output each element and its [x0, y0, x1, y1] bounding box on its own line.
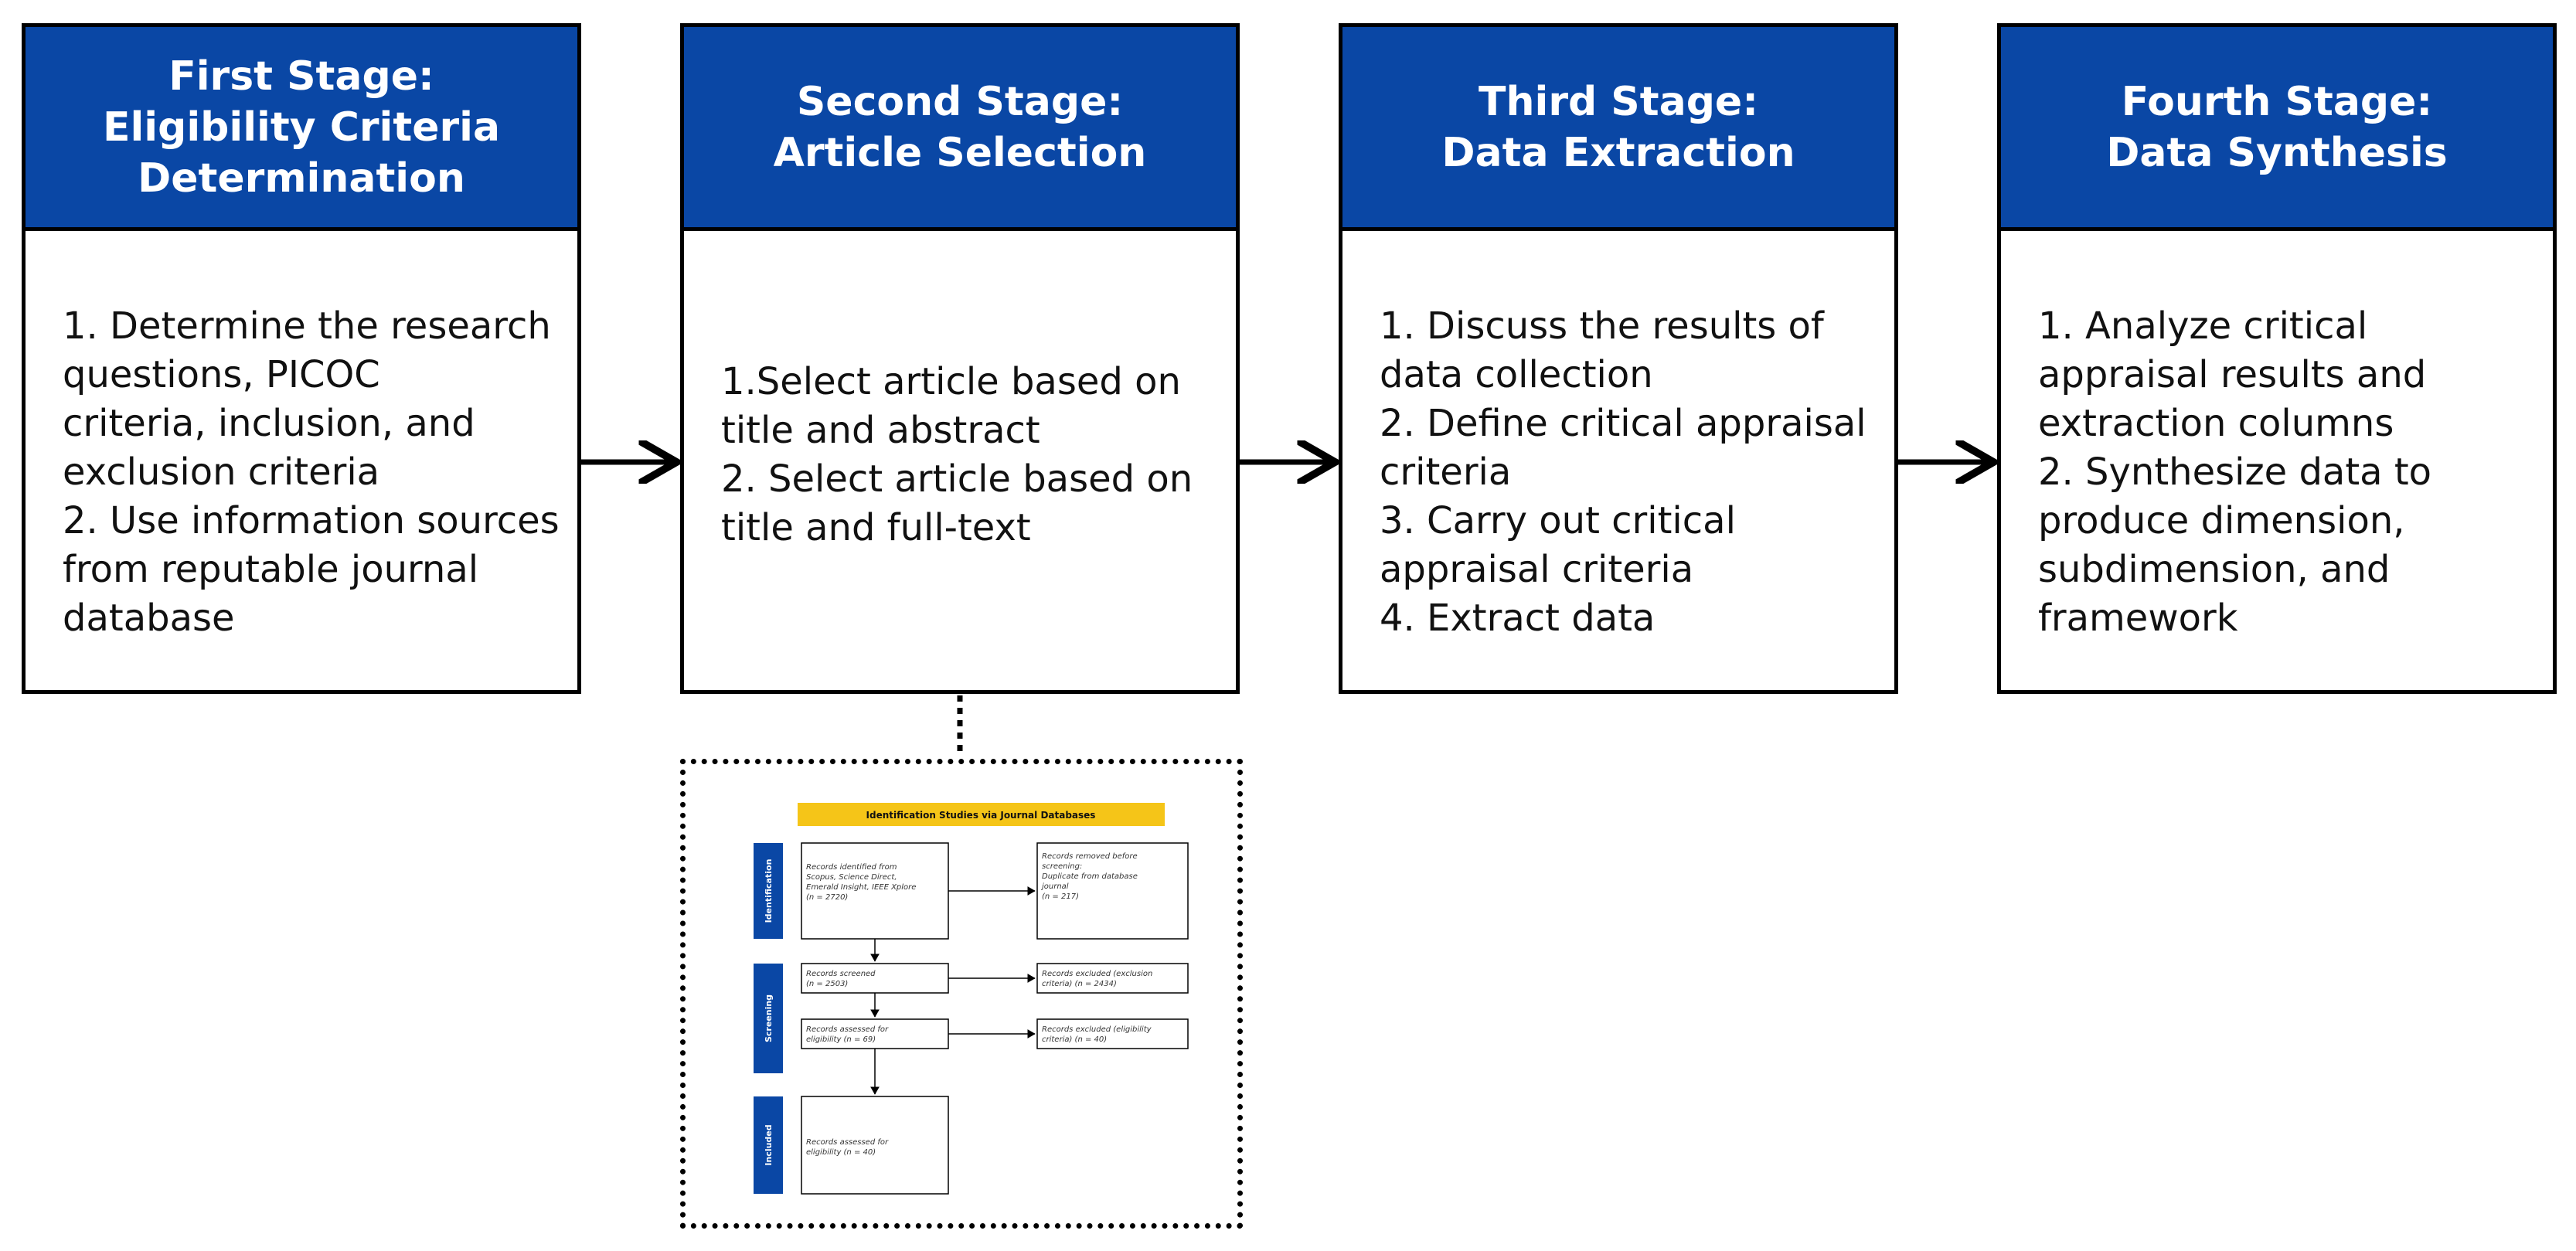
phase-bar-screening — [754, 964, 783, 1073]
stage-3-step-3: 3. Carry out critical appraisal criteria — [1380, 499, 1736, 591]
stage-3-step-4: 4. Extract data — [1380, 597, 1656, 640]
stage-2-header: Second Stage: Article Selection — [684, 27, 1236, 231]
stage-4-step-2: 2. Synthesize data to produce dimension,… — [2038, 450, 2432, 640]
stage-1-body: 1. Determine the research questions, PIC… — [26, 231, 577, 690]
box-excluded-eligibility — [1036, 1018, 1189, 1049]
stage-4-step-1: 1. Analyze critical appraisal results an… — [2038, 304, 2427, 445]
box-excluded-inclusion — [1036, 963, 1189, 994]
stage-3-header: Third Stage: Data Extraction — [1342, 27, 1894, 231]
stage-3-step-2: 2. Define critical appraisal criteria — [1380, 402, 1866, 494]
box-screened-text: Records screened(n = 2503) — [806, 970, 876, 988]
box-identified — [801, 842, 949, 940]
stage-4-box: Fourth Stage: Data Synthesis 1. Analyze … — [1997, 23, 2557, 694]
stage-1-step-1: 1. Determine the research questions, PIC… — [63, 304, 551, 494]
prisma-title: Identification Studies via Journal Datab… — [866, 810, 1096, 821]
stage-1-header: First Stage: Eligibility Criteria Determ… — [26, 27, 577, 231]
stage-1-box: First Stage: Eligibility Criteria Determ… — [22, 23, 581, 694]
stage-2-body: 1.Select article based on title and abst… — [684, 231, 1236, 690]
phase-label-included: Included — [764, 1124, 774, 1165]
stage-1-title: First Stage: Eligibility Criteria Determ… — [102, 53, 501, 202]
prisma-title-bar — [798, 803, 1165, 826]
stage-2-step-1: 1.Select article based on title and abst… — [721, 360, 1181, 452]
phase-label-screening: Screening — [764, 994, 774, 1042]
prisma-flow-diagram: Identification Studies via Journal Datab… — [754, 803, 1189, 1195]
prisma-inset: Identification Studies via Journal Datab… — [680, 759, 1243, 1229]
box-assessed — [801, 1018, 949, 1049]
stage-4-header: Fourth Stage: Data Synthesis — [2001, 27, 2553, 231]
stage-3-box: Third Stage: Data Extraction 1. Discuss … — [1339, 23, 1898, 694]
stage-3-title: Third Stage: Data Extraction — [1441, 78, 1795, 176]
stage-2-title: Second Stage: Article Selection — [773, 78, 1147, 176]
stage-3-step-1: 1. Discuss the results of data collectio… — [1380, 304, 1824, 396]
stage-2-box: Second Stage: Article Selection 1.Select… — [680, 23, 1240, 694]
box-screened — [801, 963, 949, 994]
stage-3-body: 1. Discuss the results of data collectio… — [1342, 231, 1894, 690]
box-removed — [1036, 842, 1189, 940]
phase-bar-included — [754, 1096, 783, 1194]
box-included — [801, 1096, 949, 1195]
stage-4-title: Fourth Stage: Data Synthesis — [2106, 78, 2448, 176]
phase-label-identification: Identification — [764, 859, 774, 923]
stage-1-step-2: 2. Use information sources from reputabl… — [63, 499, 560, 640]
phase-bar-identification — [754, 843, 783, 939]
stage-2-step-2: 2. Select article based on title and ful… — [721, 457, 1193, 549]
stage-4-body: 1. Analyze critical appraisal results an… — [2001, 231, 2553, 690]
